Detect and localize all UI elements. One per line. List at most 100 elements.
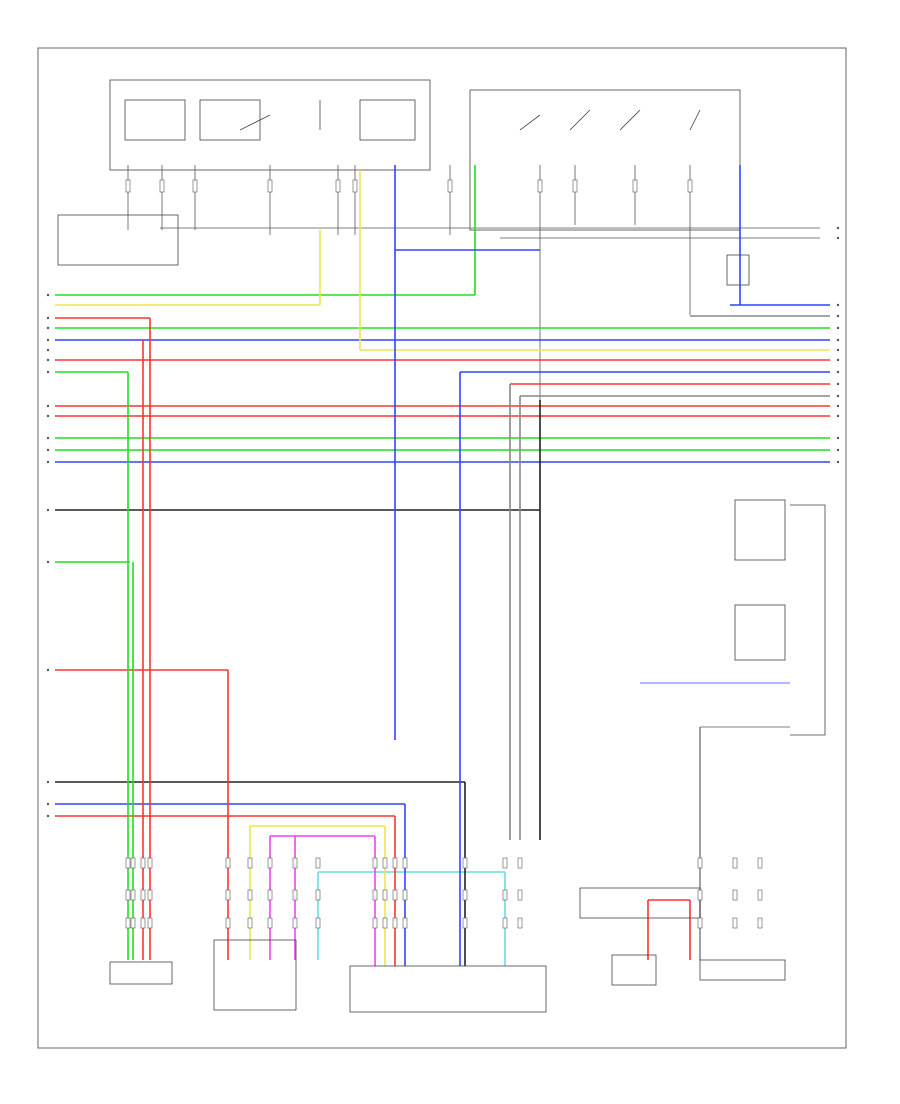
connector-tick-12-2 (402, 917, 408, 929)
connector-tick-2-0 (140, 857, 146, 869)
connector-tick-6-2 (267, 917, 273, 929)
connector-tick-1-2 (130, 917, 136, 929)
connector-tick-14-0 (502, 857, 508, 869)
connector-tick-8-0 (315, 857, 321, 869)
connector-tick-11-0 (392, 857, 398, 869)
connector-tick-1-1 (130, 889, 136, 901)
connector-tick-0-1 (125, 889, 131, 901)
connector-tick-5-0 (247, 857, 253, 869)
module-bottom-left (109, 961, 173, 985)
right-terminal-10 (836, 394, 840, 398)
top-connector-tick-5 (352, 179, 358, 193)
connector-tick-8-1 (315, 889, 321, 901)
right-terminal-0 (836, 226, 840, 230)
connector-tick-8-2 (315, 917, 321, 929)
top-connector-tick-10 (687, 179, 693, 193)
top-connector-tick-9 (632, 179, 638, 193)
right-terminal-13 (836, 436, 840, 440)
right-terminal-3 (836, 314, 840, 318)
relay-contacts-left (239, 100, 321, 131)
left-terminal-5 (46, 358, 50, 362)
connector-tick-18-0 (757, 857, 763, 869)
connector-tick-17-0 (732, 857, 738, 869)
fuse-block-top-mid (199, 99, 261, 141)
fuse-block-top-left (124, 99, 186, 141)
left-terminal-4 (46, 348, 50, 352)
left-terminal-7 (46, 404, 50, 408)
connector-tick-3-1 (147, 889, 153, 901)
connector-tick-5-2 (247, 917, 253, 929)
connector-bottom-right-bracket (579, 887, 701, 919)
left-terminal-0 (46, 293, 50, 297)
connector-tick-3-0 (147, 857, 153, 869)
left-terminal-14 (46, 668, 50, 672)
right-terminal-6 (836, 348, 840, 352)
relay-contacts-right (519, 109, 701, 131)
top-connector-tick-4 (335, 179, 341, 193)
connector-tick-16-0 (697, 857, 703, 869)
module-bottom-right (611, 954, 657, 986)
connector-tick-18-2 (757, 917, 763, 929)
vertical-runs (127, 165, 741, 966)
right-terminal-12 (836, 414, 840, 418)
left-terminal-12 (46, 508, 50, 512)
bus-lines (55, 294, 830, 873)
component-left-bracket (57, 214, 179, 266)
left-terminal-13 (46, 560, 50, 564)
connector-tick-9-1 (372, 889, 378, 901)
connector-tick-4-0 (225, 857, 231, 869)
switch-lower-right (734, 604, 786, 661)
left-terminal-15 (46, 780, 50, 784)
right-components (640, 254, 826, 736)
connector-tick-16-2 (697, 917, 703, 929)
relay-box-right (469, 89, 741, 231)
right-terminal-5 (836, 338, 840, 342)
left-terminal-1 (46, 316, 50, 320)
connector-tick-16-1 (697, 889, 703, 901)
left-terminal-3 (46, 338, 50, 342)
connector-tick-2-2 (140, 917, 146, 929)
connector-tick-7-0 (292, 857, 298, 869)
right-terminal-1 (836, 236, 840, 240)
right-terminal-14 (836, 448, 840, 452)
connector-tick-7-2 (292, 917, 298, 929)
connector-tick-12-0 (402, 857, 408, 869)
connector-tick-11-2 (392, 917, 398, 929)
connector-tick-5-1 (247, 889, 253, 901)
right-terminal-11 (836, 404, 840, 408)
right-terminal-2 (836, 303, 840, 307)
top-connector-tick-0 (125, 179, 131, 193)
right-side-harness (790, 504, 826, 736)
top-connector-tick-2 (192, 179, 198, 193)
left-terminal-10 (46, 448, 50, 452)
connector-tick-10-2 (382, 917, 388, 929)
right-terminal-9 (836, 382, 840, 386)
left-terminal-9 (46, 436, 50, 440)
relay-box-left (109, 79, 431, 171)
connector-tick-13-1 (462, 889, 468, 901)
left-terminal-6 (46, 370, 50, 374)
connector-tick-13-0 (462, 857, 468, 869)
connector-tick-15-2 (517, 917, 523, 929)
bottom-modules (109, 887, 786, 1013)
connector-tick-10-0 (382, 857, 388, 869)
left-terminal-2 (46, 326, 50, 330)
switch-upper-right (734, 499, 786, 561)
right-terminal-4 (836, 326, 840, 330)
connector-tick-4-2 (225, 917, 231, 929)
top-connector-tick-1 (159, 179, 165, 193)
left-terminal-8 (46, 414, 50, 418)
top-connector-tick-6 (447, 179, 453, 193)
module-bottom-center (349, 965, 547, 1013)
connector-tick-15-1 (517, 889, 523, 901)
connector-tick-7-1 (292, 889, 298, 901)
module-bottom-left-center (213, 939, 297, 1011)
top-connector-tick-7 (537, 179, 543, 193)
connector-tick-9-2 (372, 917, 378, 929)
connector-tick-14-1 (502, 889, 508, 901)
fuse-block-top-right (359, 99, 416, 141)
top-connector-tick-3 (267, 179, 273, 193)
connector-tick-2-1 (140, 889, 146, 901)
connector-tick-12-1 (402, 889, 408, 901)
